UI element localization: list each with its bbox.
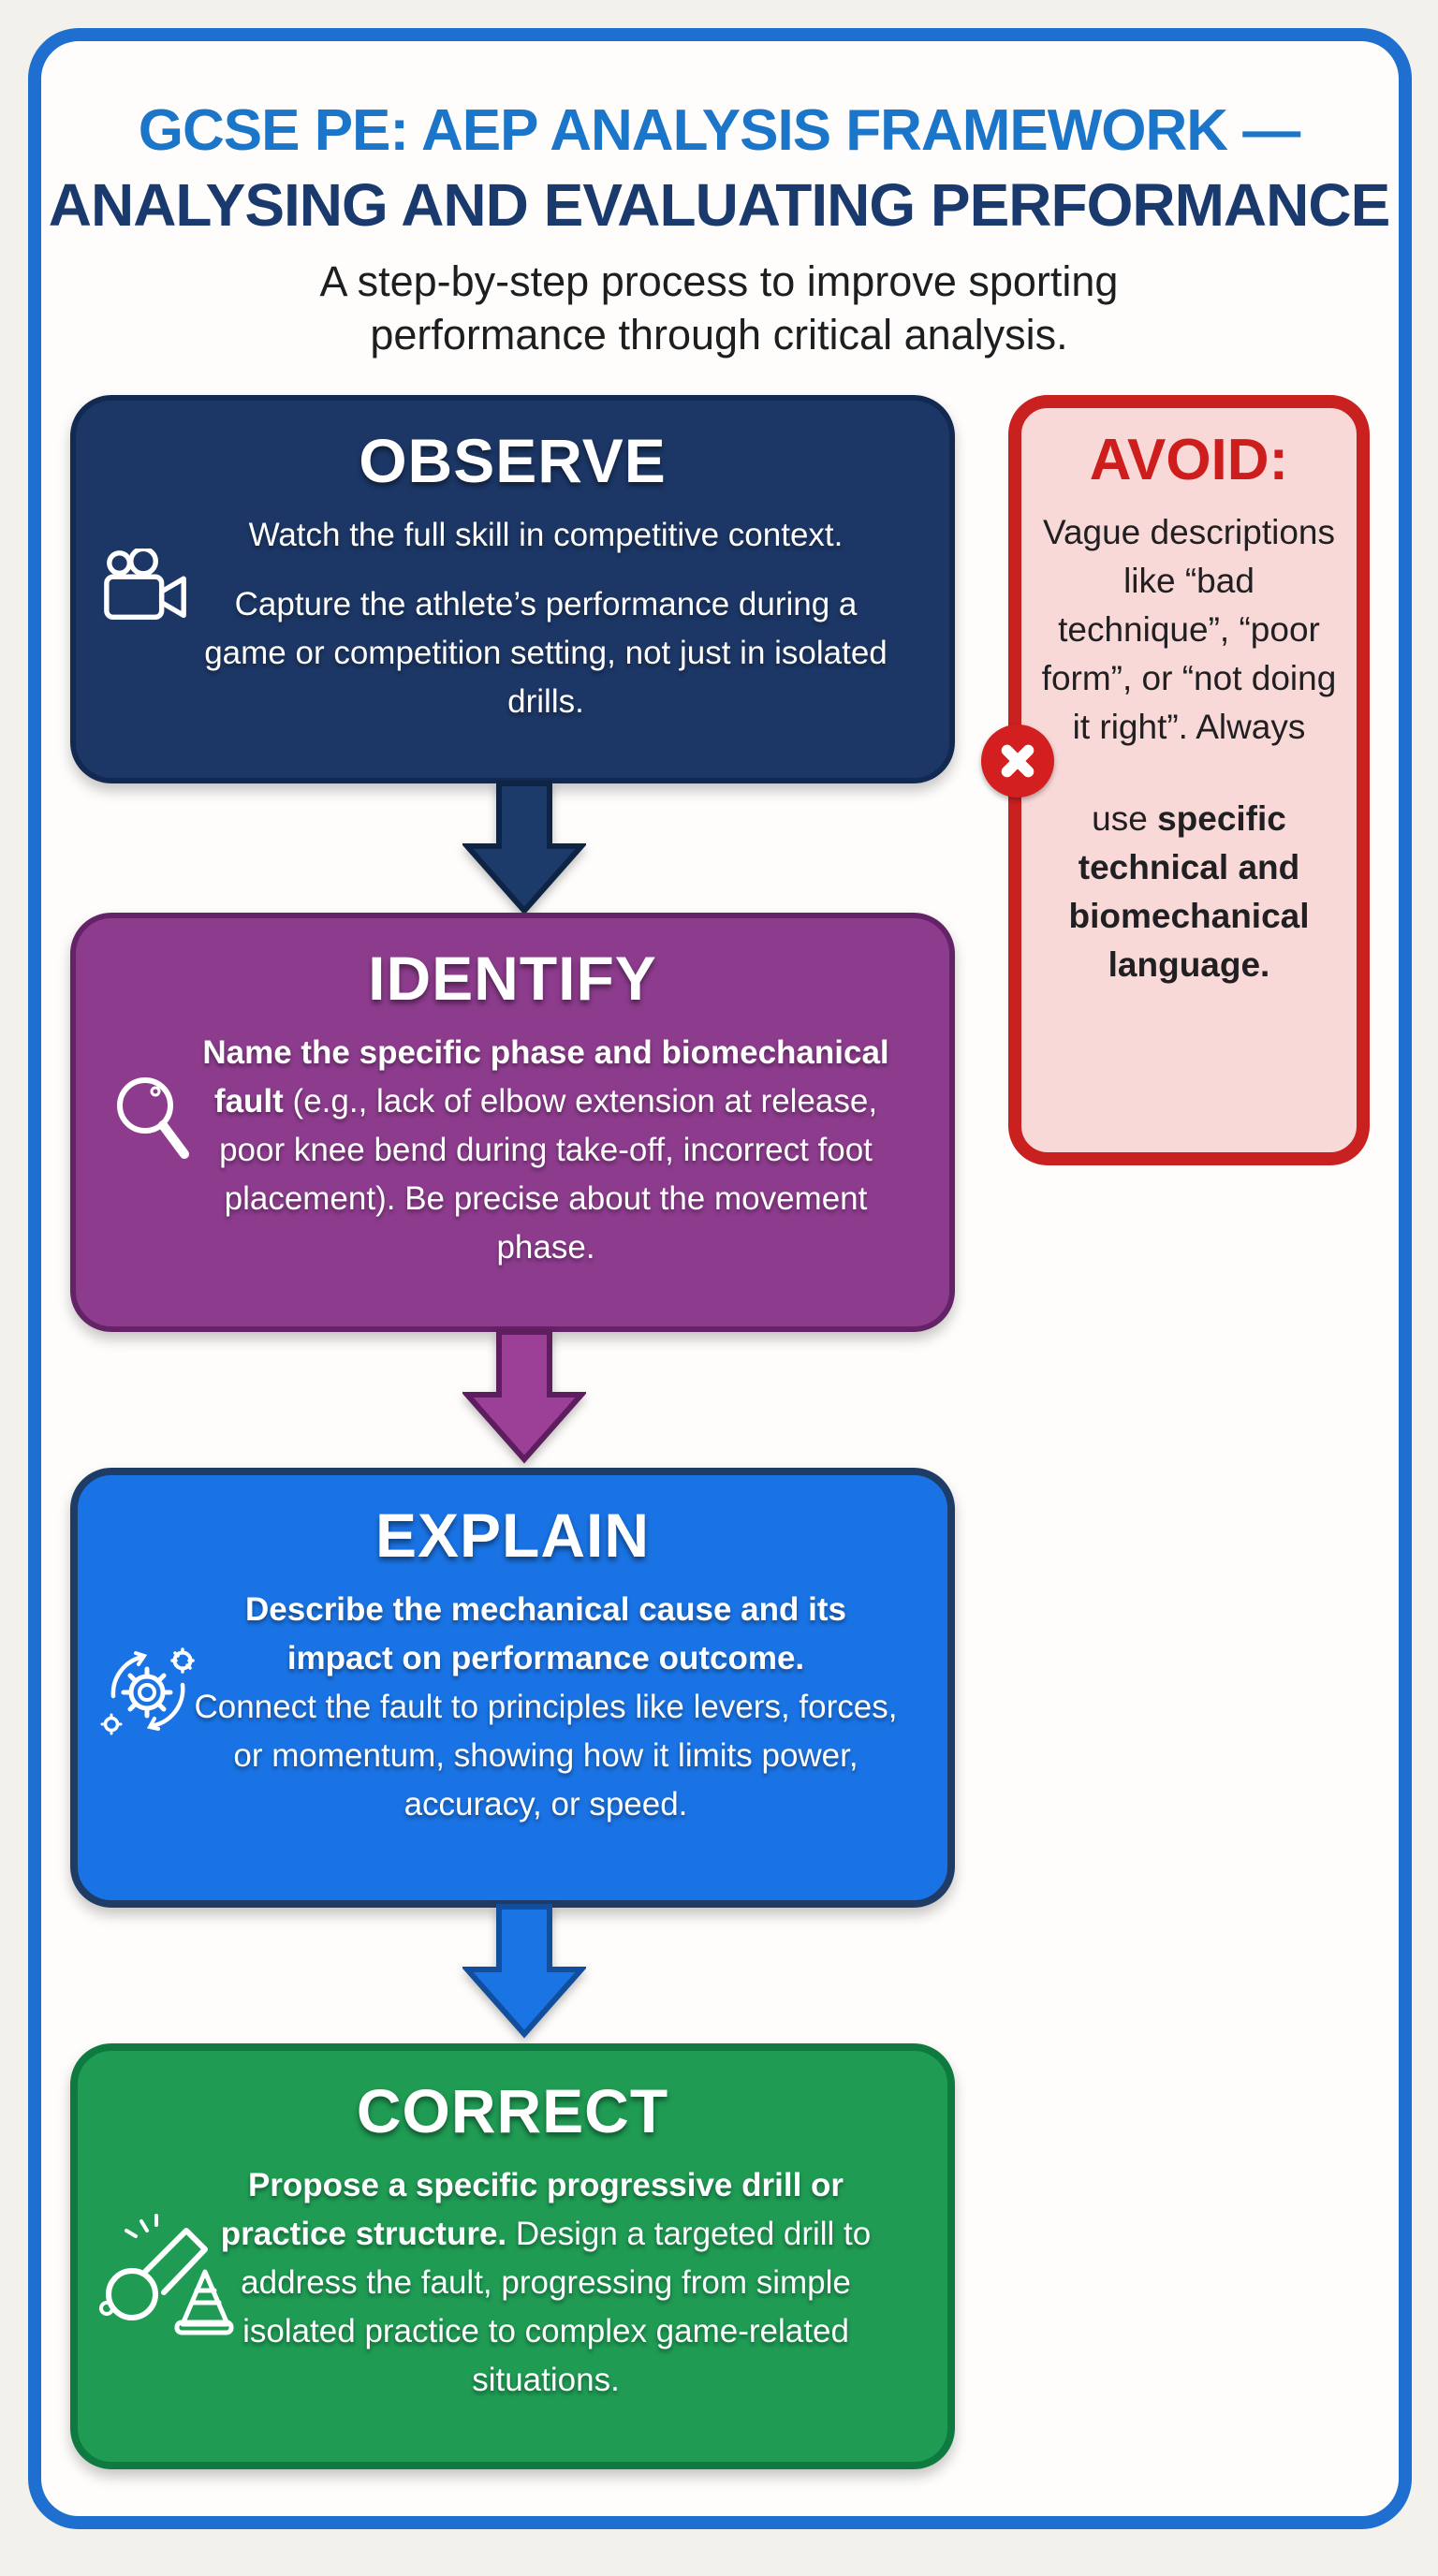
step-text: Propose a specific progressive drill or … (193, 2161, 899, 2405)
flow-arrow-down-1 (462, 781, 586, 915)
step-text: Connect the fault to principles like lev… (194, 1689, 898, 1822)
avoid-title: AVOID: (1089, 428, 1289, 492)
avoid-text: Vague descriptions like “bad technique”,… (1041, 513, 1337, 746)
step-body-explain: Describe the mechanical cause and its im… (78, 1586, 947, 1829)
whistle-cone-icon (95, 2212, 235, 2342)
x-mark-icon (981, 724, 1054, 798)
step-body-observe: Watch the full skill in competitive cont… (76, 511, 949, 726)
gears-process-icon (96, 1636, 201, 1746)
page-title-line2: ANALYSING AND EVALUATING PERFORMANCE (48, 171, 1391, 239)
step-title-correct: CORRECT (356, 2076, 669, 2145)
step-title-identify: IDENTIFY (368, 944, 657, 1013)
step-text-bold: Describe the mechanical cause and its im… (245, 1591, 846, 1676)
avoid-text-bold: specific technical and biomechanical lan… (1068, 799, 1310, 984)
page-title-line1: GCSE PE: AEP ANALYSIS FRAMEWORK — (138, 98, 1300, 163)
step-body-correct: Propose a specific progressive drill or … (78, 2161, 947, 2405)
step-text-regular: Design a targeted drill to address the f… (241, 2216, 872, 2398)
step-text-bold: Propose a specific progressive drill or … (220, 2167, 844, 2252)
avoid-box: AVOID: Vague descriptions like “bad tech… (1008, 395, 1370, 1165)
avoid-text-regular: use (1092, 799, 1158, 838)
step-text: Name the specific phase and biomechanica… (191, 1029, 901, 1272)
step-box-correct: CORRECT Propose a specific progressive d… (70, 2043, 955, 2469)
step-body-identify: Name the specific phase and biomechanica… (76, 1029, 949, 1272)
avoid-body: Vague descriptions like “bad technique”,… (1021, 508, 1357, 989)
step-text: Describe the mechanical cause and its im… (193, 1586, 899, 1683)
avoid-text: use specific technical and biomechanical… (1034, 795, 1343, 989)
page-subtitle: A step-by-step process to improve sporti… (319, 257, 1119, 359)
step-box-observe: OBSERVE Watch the full skill in competit… (70, 395, 955, 783)
step-text: Watch the full skill in competitive cont… (248, 517, 844, 553)
flow-arrow-down-3 (462, 1904, 586, 2039)
step-text: Capture the athlete’s performance during… (204, 586, 888, 720)
step-text-regular: (e.g., lack of elbow extension at releas… (219, 1083, 878, 1266)
video-camera-icon (100, 546, 192, 632)
step-text-bold: Name the specific phase and biomechanica… (202, 1034, 889, 1120)
step-box-identify: IDENTIFY Name the specific phase and bio… (70, 913, 955, 1332)
step-box-explain: EXPLAIN (70, 1468, 955, 1908)
magnifying-glass-icon (110, 1072, 196, 1174)
step-title-observe: OBSERVE (359, 426, 667, 495)
step-title-explain: EXPLAIN (374, 1500, 651, 1570)
flow-arrow-down-2 (462, 1329, 586, 1464)
